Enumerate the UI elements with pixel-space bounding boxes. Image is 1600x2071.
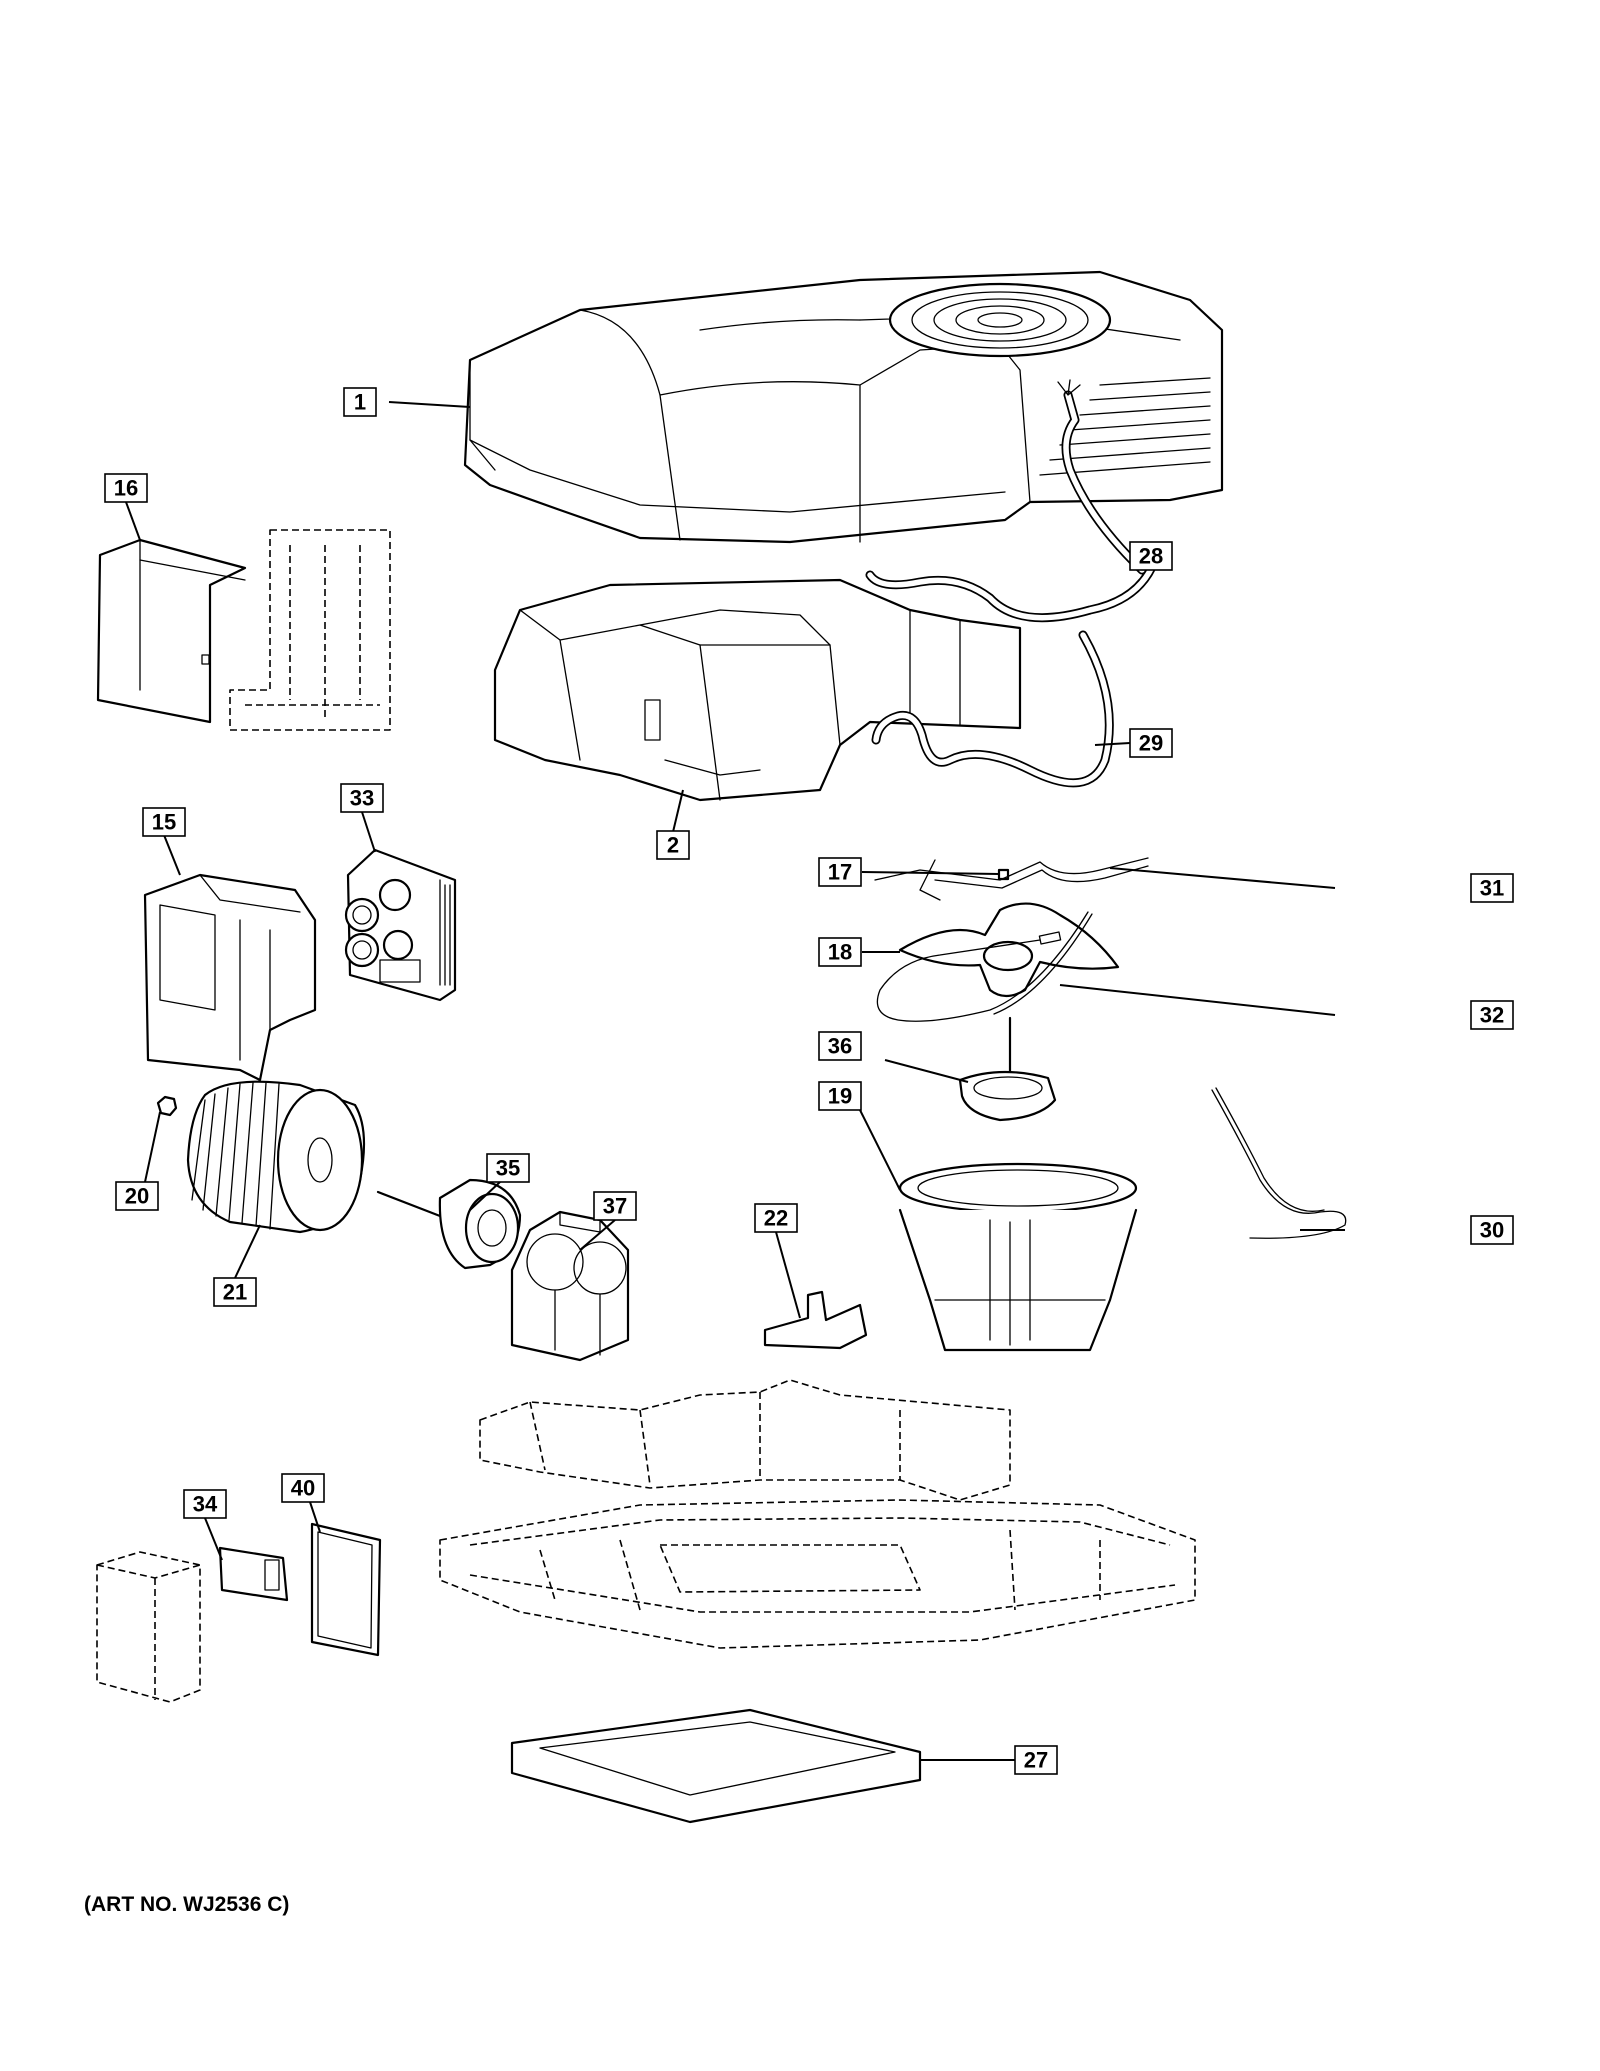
callout-32-label: 32 — [1480, 1003, 1504, 1028]
part-16-control-cover — [96, 529, 391, 731]
callout-37: 37 — [593, 1191, 637, 1221]
callout-34: 34 — [183, 1489, 227, 1519]
leader-lines — [125, 401, 1345, 1761]
part-30-capillary — [1211, 1087, 1347, 1239]
part-22-bracket — [763, 1290, 868, 1350]
callout-28: 28 — [1129, 541, 1173, 571]
callout-27-label: 27 — [1024, 1748, 1048, 1773]
callout-17: 17 — [818, 857, 862, 887]
part-27-gasket — [510, 1708, 922, 1824]
callout-37-label: 37 — [603, 1194, 627, 1219]
base-pan-assembly — [439, 1379, 1196, 1649]
callout-31-label: 31 — [1480, 876, 1504, 901]
callout-28-label: 28 — [1139, 544, 1163, 569]
part-36-fan-motor — [958, 1016, 1057, 1122]
part-33-control-board — [344, 848, 457, 1002]
callout-1-label: 1 — [354, 390, 366, 415]
callout-2: 2 — [656, 830, 690, 860]
callout-21-label: 21 — [223, 1280, 247, 1305]
part-40-panel — [310, 1522, 382, 1657]
callout-19: 19 — [818, 1081, 862, 1111]
part-28-tube — [865, 379, 1160, 623]
callout-35: 35 — [486, 1153, 530, 1183]
callout-31: 31 — [1470, 873, 1514, 903]
callout-18: 18 — [818, 937, 862, 967]
callout-22-label: 22 — [764, 1206, 788, 1231]
callout-18-label: 18 — [828, 940, 852, 965]
part-2-inner-shroud — [493, 578, 1022, 802]
callout-15: 15 — [142, 807, 186, 837]
callout-32: 32 — [1470, 1000, 1514, 1030]
callout-17-label: 17 — [828, 860, 852, 885]
part-32-capillary — [876, 911, 1093, 1022]
part-1-top-cover — [463, 270, 1224, 544]
part-18-condenser-fan — [898, 902, 1120, 998]
callout-16-label: 16 — [114, 476, 138, 501]
callout-22: 22 — [754, 1203, 798, 1233]
callout-40-label: 40 — [291, 1476, 315, 1501]
callout-27: 27 — [1014, 1745, 1058, 1775]
part-34-board — [96, 1546, 289, 1703]
callout-40: 40 — [281, 1473, 325, 1503]
callout-33: 33 — [340, 783, 384, 813]
callout-35-label: 35 — [496, 1156, 520, 1181]
callout-29: 29 — [1129, 728, 1173, 758]
callout-20-label: 20 — [125, 1184, 149, 1209]
part-31-tube — [874, 857, 1149, 901]
art-number: (ART NO. WJ2536 C) — [84, 1893, 290, 1916]
callout-2-label: 2 — [667, 833, 679, 858]
callout-1: 1 — [343, 387, 377, 417]
callout-30: 30 — [1470, 1215, 1514, 1245]
callout-15-label: 15 — [152, 810, 176, 835]
callout-36-label: 36 — [828, 1034, 852, 1059]
callout-20: 20 — [115, 1181, 159, 1211]
part-35-blower-motor — [376, 1178, 522, 1270]
callout-33-label: 33 — [350, 786, 374, 811]
callout-36: 36 — [818, 1031, 862, 1061]
part-19-fan-orifice — [898, 1162, 1138, 1352]
callout-19-label: 19 — [828, 1084, 852, 1109]
part-21-blower-wheel — [186, 1080, 366, 1234]
callout-16: 16 — [104, 473, 148, 503]
callout-30-label: 30 — [1480, 1218, 1504, 1243]
callout-34-label: 34 — [193, 1492, 218, 1517]
callout-21: 21 — [213, 1277, 257, 1307]
callout-29-label: 29 — [1139, 731, 1163, 756]
part-20-nut — [156, 1095, 178, 1117]
part-29-tube — [871, 630, 1114, 788]
part-37-motor-mount — [510, 1210, 630, 1362]
part-15-control-box — [143, 873, 317, 1082]
